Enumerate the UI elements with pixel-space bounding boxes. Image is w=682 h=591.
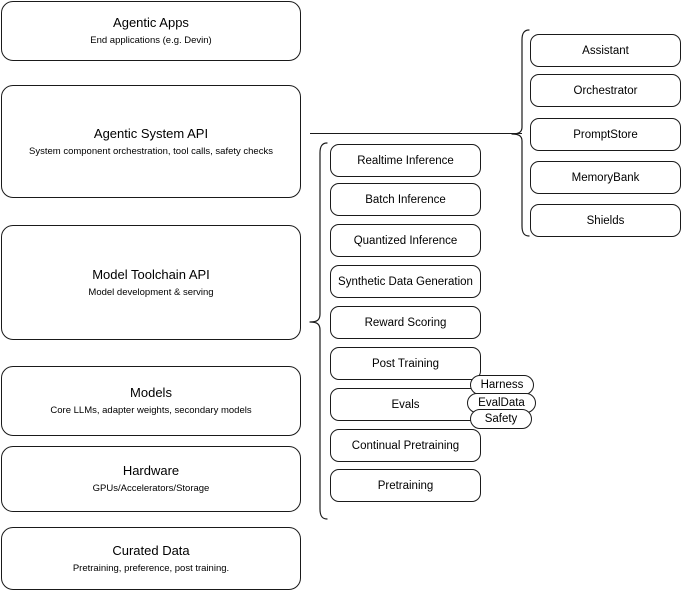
brace-toolchain	[308, 142, 328, 520]
chip-label: Quantized Inference	[353, 234, 458, 247]
pill-label: Safety	[484, 412, 518, 425]
layer-box-agentic-apps[interactable]: Agentic Apps End applications (e.g. Devi…	[1, 1, 301, 61]
layer-title: Agentic System API	[93, 125, 209, 141]
eval-pill-harness[interactable]: Harness	[470, 375, 534, 395]
layer-box-curated-data[interactable]: Curated Data Pretraining, preference, po…	[1, 527, 301, 590]
chip-label: Reward Scoring	[364, 316, 447, 329]
toolchain-chip-quantized-inference[interactable]: Quantized Inference	[330, 224, 481, 257]
layer-title: Models	[130, 385, 172, 400]
layer-subtitle: GPUs/Accelerators/Storage	[92, 483, 210, 494]
toolchain-chip-batch-inference[interactable]: Batch Inference	[330, 183, 481, 216]
chip-label: Batch Inference	[365, 193, 446, 206]
layer-box-agentic-system-api[interactable]: Agentic System API System component orch…	[1, 85, 301, 198]
pill-label: EvalData	[478, 396, 525, 409]
toolchain-chip-realtime-inference[interactable]: Realtime Inference	[330, 144, 481, 177]
toolchain-chip-synthetic-data-generation[interactable]: Synthetic Data Generation	[330, 265, 481, 298]
layer-title: Hardware	[122, 463, 180, 478]
pill-label: Harness	[480, 378, 524, 391]
toolchain-chip-post-training[interactable]: Post Training	[330, 347, 481, 380]
chip-label: Evals	[391, 398, 420, 411]
chip-label: Shields	[586, 214, 625, 227]
chip-label: Synthetic Data Generation	[338, 275, 473, 288]
toolchain-chip-evals[interactable]: Evals	[330, 388, 481, 421]
eval-pill-safety[interactable]: Safety	[470, 409, 532, 429]
toolchain-chip-continual-pretraining[interactable]: Continual Pretraining	[330, 429, 481, 462]
toolchain-chip-pretraining[interactable]: Pretraining	[330, 469, 481, 502]
system-chip-assistant[interactable]: Assistant	[530, 34, 681, 67]
layer-subtitle: Model development & serving	[88, 286, 214, 298]
chip-label: Assistant	[582, 44, 629, 57]
chip-label: MemoryBank	[571, 171, 640, 184]
layer-subtitle: End applications (e.g. Devin)	[90, 35, 212, 46]
layer-title: Model Toolchain API	[92, 266, 210, 282]
system-chip-promptstore[interactable]: PromptStore	[530, 118, 681, 151]
layer-title: Agentic Apps	[113, 15, 189, 30]
layer-box-hardware[interactable]: Hardware GPUs/Accelerators/Storage	[1, 446, 301, 512]
connector-system-api-to-components	[310, 133, 522, 134]
chip-label: PromptStore	[573, 128, 638, 141]
system-chip-orchestrator[interactable]: Orchestrator	[530, 74, 681, 107]
chip-label: Continual Pretraining	[351, 439, 460, 452]
chip-label: Post Training	[371, 357, 440, 370]
layer-box-model-toolchain-api[interactable]: Model Toolchain API Model development & …	[1, 225, 301, 340]
layer-subtitle: Pretraining, preference, post training.	[72, 562, 230, 574]
layer-box-models[interactable]: Models Core LLMs, adapter weights, secon…	[1, 366, 301, 436]
system-chip-memorybank[interactable]: MemoryBank	[530, 161, 681, 194]
system-chip-shields[interactable]: Shields	[530, 204, 681, 237]
chip-label: Orchestrator	[573, 84, 638, 97]
chip-label: Realtime Inference	[357, 154, 454, 167]
layer-subtitle: System component orchestration, tool cal…	[29, 145, 273, 157]
layer-title: Curated Data	[112, 542, 190, 558]
toolchain-chip-reward-scoring[interactable]: Reward Scoring	[330, 306, 481, 339]
chip-label: Pretraining	[377, 479, 434, 492]
brace-system-components	[510, 29, 530, 237]
layer-subtitle: Core LLMs, adapter weights, secondary mo…	[50, 405, 252, 416]
